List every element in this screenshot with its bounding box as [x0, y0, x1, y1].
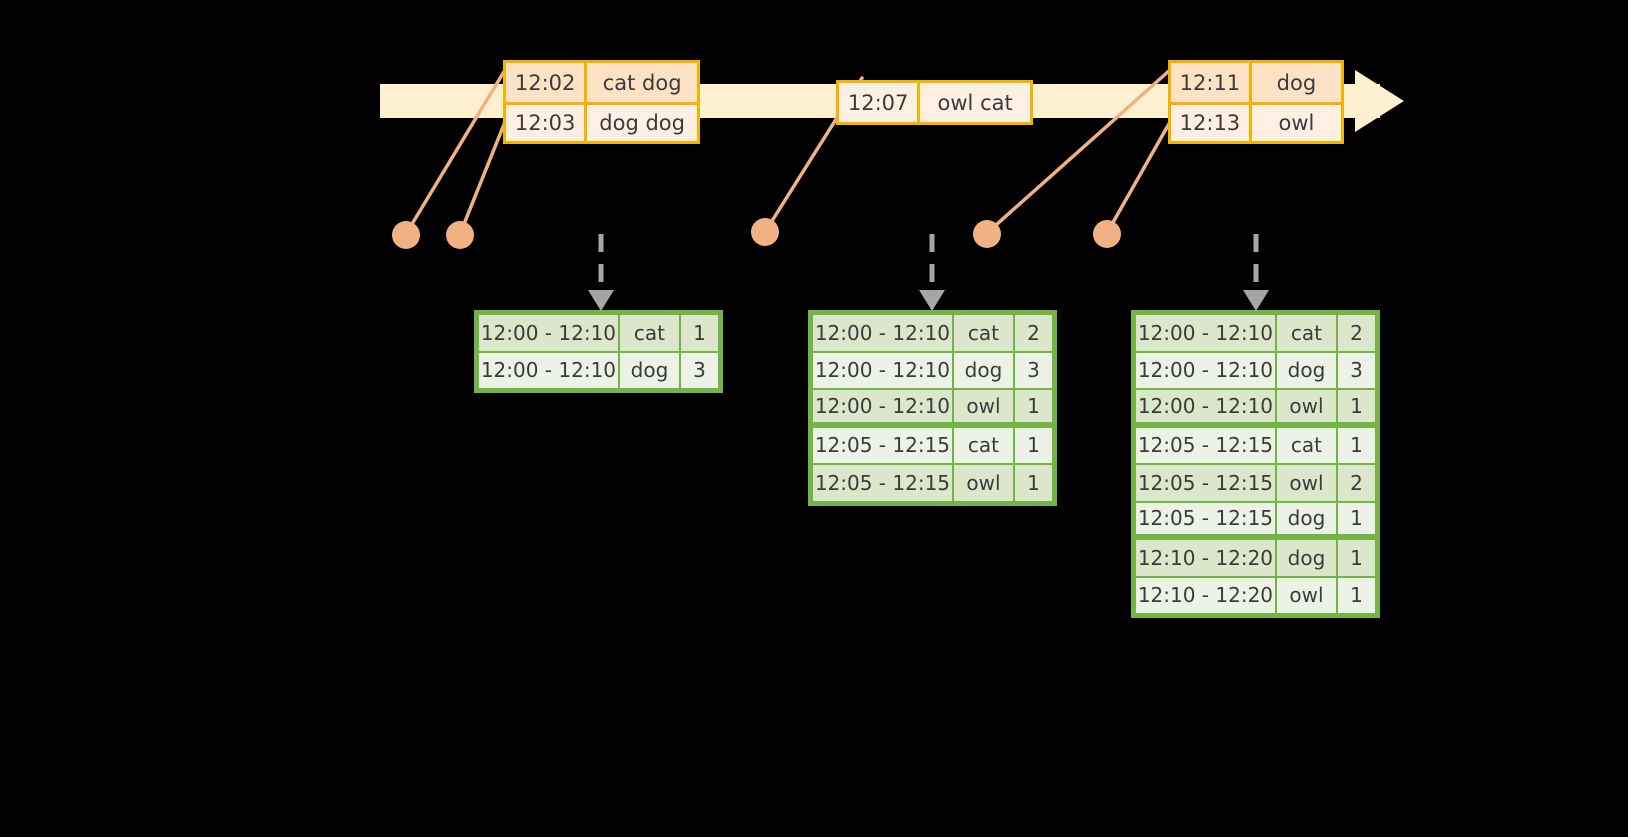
table-cell-window: 12:00 - 12:10 [1135, 389, 1276, 423]
event-row: 12:11 dog [1171, 63, 1341, 102]
table-cell-key: cat [1275, 314, 1338, 352]
table-cell-key: dog [1275, 351, 1338, 389]
event-row: 12:07 owl cat [839, 83, 1030, 122]
event-time: 12:03 [506, 105, 588, 141]
emit-arrow-2 [919, 234, 945, 311]
event-row: 12:02 cat dog [506, 63, 697, 102]
event-text: owl [1251, 105, 1341, 141]
event-row: 12:03 dog dog [506, 102, 697, 141]
table-cell-key: cat [1275, 426, 1338, 464]
table-cell-count: 1 [1014, 389, 1053, 423]
table-cell-key: owl [952, 464, 1015, 502]
event-group-1: 12:02 cat dog 12:03 dog dog [503, 60, 700, 144]
event-row: 12:13 owl [1171, 102, 1341, 141]
table-cell-key: cat [618, 314, 681, 352]
event-text: owl cat [920, 83, 1030, 122]
table-cell-count: 1 [1337, 426, 1376, 464]
table-cell-window: 12:10 - 12:20 [1135, 576, 1276, 614]
event-group-3: 12:11 dog 12:13 owl [1168, 60, 1344, 144]
event-dot-1 [392, 221, 420, 249]
event-time: 12:13 [1171, 105, 1252, 141]
emit-arrow-1 [588, 234, 614, 311]
table-cell-key: cat [952, 314, 1015, 352]
table-cell-count: 1 [1014, 464, 1053, 502]
event-time: 12:07 [839, 83, 921, 122]
emit-arrow-3 [1243, 234, 1269, 311]
table-cell-window: 12:00 - 12:10 [478, 351, 619, 389]
event-dot-3 [751, 218, 779, 246]
table-cell-key: owl [1275, 576, 1338, 614]
table-cell-window: 12:00 - 12:10 [812, 389, 953, 423]
emit-arrows [588, 234, 1269, 311]
table-cell-count: 1 [1337, 501, 1376, 535]
table-cell-count: 2 [1337, 314, 1376, 352]
event-dot-2 [446, 221, 474, 249]
table-cell-window: 12:10 - 12:20 [1135, 539, 1276, 577]
table-cell-key: owl [1275, 389, 1338, 423]
table-cell-window: 12:00 - 12:10 [812, 314, 953, 352]
event-dots [392, 218, 1121, 249]
event-dot-4 [973, 220, 1001, 248]
table-cell-count: 3 [1337, 351, 1376, 389]
table-cell-key: owl [952, 389, 1015, 423]
table-cell-key: dog [952, 351, 1015, 389]
table-cell-count: 2 [1337, 464, 1376, 502]
table-cell-window: 12:05 - 12:15 [1135, 464, 1276, 502]
table-cell-key: cat [952, 426, 1015, 464]
table-cell-count: 3 [1014, 351, 1053, 389]
table-cell-window: 12:05 - 12:15 [812, 464, 953, 502]
table-cell-window: 12:05 - 12:15 [1135, 501, 1276, 535]
table-cell-count: 1 [1014, 426, 1053, 464]
table-cell-key: dog [1275, 501, 1338, 535]
table-cell-window: 12:00 - 12:10 [1135, 314, 1276, 352]
event-text: dog [1251, 63, 1341, 102]
event-text: cat dog [587, 63, 697, 102]
table-cell-key: owl [1275, 464, 1338, 502]
event-dot-5 [1093, 220, 1121, 248]
table-cell-window: 12:00 - 12:10 [812, 351, 953, 389]
event-time: 12:02 [506, 63, 588, 102]
table-cell-count: 2 [1014, 314, 1053, 352]
table-cell-count: 1 [1337, 539, 1376, 577]
event-group-2: 12:07 owl cat [836, 80, 1033, 125]
table-cell-key: dog [1275, 539, 1338, 577]
table-cell-key: dog [618, 351, 681, 389]
table-cell-window: 12:05 - 12:15 [1135, 426, 1276, 464]
table-cell-window: 12:00 - 12:10 [478, 314, 619, 352]
event-text: dog dog [587, 105, 697, 141]
table-cell-window: 12:00 - 12:10 [1135, 351, 1276, 389]
table-cell-count: 1 [1337, 576, 1376, 614]
table-cell-count: 1 [680, 314, 719, 352]
table-cell-count: 3 [680, 351, 719, 389]
table-cell-window: 12:05 - 12:15 [812, 426, 953, 464]
table-cell-count: 1 [1337, 389, 1376, 423]
event-time: 12:11 [1171, 63, 1252, 102]
